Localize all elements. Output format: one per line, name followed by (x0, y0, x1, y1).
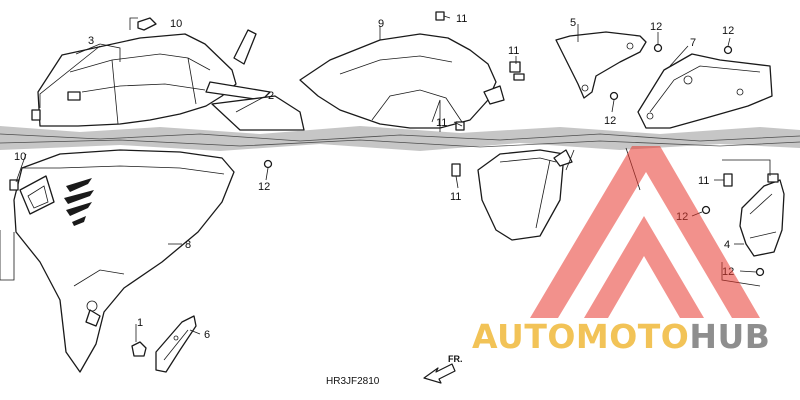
part-2-panel (211, 95, 305, 131)
callout-5: 5 (570, 17, 576, 29)
callout-11-right: 11 (698, 175, 709, 187)
callout-10-top: 10 (170, 18, 182, 30)
callout-12-c: 12 (604, 115, 616, 127)
callout-3: 3 (88, 35, 94, 47)
torn-speckle-band (0, 126, 800, 151)
callout-12-a: 12 (650, 21, 662, 33)
part-6-small-panel (155, 315, 197, 373)
honda-wing-logo (64, 178, 94, 226)
inner-fender (477, 149, 573, 241)
svg-text:AUTOMOTOHUB: AUTOMOTOHUB (472, 317, 770, 356)
callout-12-b: 12 (722, 25, 734, 37)
callout-7: 7 (690, 37, 696, 49)
callout-11-upper: 11 (508, 45, 519, 57)
callout-12-d: 12 (258, 181, 270, 193)
front-direction-label: FR. (448, 354, 463, 364)
callout-9: 9 (378, 18, 384, 30)
callout-10-left: 10 (14, 151, 26, 163)
watermark-brand-part2: HUB (689, 317, 770, 356)
part-3-side-cover (37, 29, 271, 127)
watermark-logo-icon (530, 146, 760, 318)
callout-1: 1 (137, 317, 143, 329)
part-10-grommet (137, 17, 157, 31)
part-8-side-cover (13, 149, 235, 373)
part-1-bolt (131, 341, 147, 357)
callout-8: 8 (185, 239, 191, 251)
callout-11-mid: 11 (436, 117, 447, 129)
watermark-brand-part1: AUTOMOTO (472, 317, 689, 356)
callout-6: 6 (204, 329, 210, 341)
diagram-code: HR3JF2810 (326, 376, 380, 387)
fr-arrow-icon (423, 363, 456, 384)
part-5-bracket (555, 31, 647, 99)
callout-11-top: 11 (456, 13, 467, 25)
fasteners (9, 11, 765, 277)
callout-2: 2 (268, 90, 274, 102)
callout-11-low: 11 (450, 191, 461, 203)
front-direction-arrow: FR. (423, 354, 463, 384)
part-9-center-cover (299, 33, 505, 129)
part-7-right-cover (637, 53, 773, 129)
automotohub-watermark: AUTOMOTOHUB (472, 146, 770, 356)
callout-4: 4 (724, 239, 730, 251)
part-4-bracket (739, 173, 785, 257)
